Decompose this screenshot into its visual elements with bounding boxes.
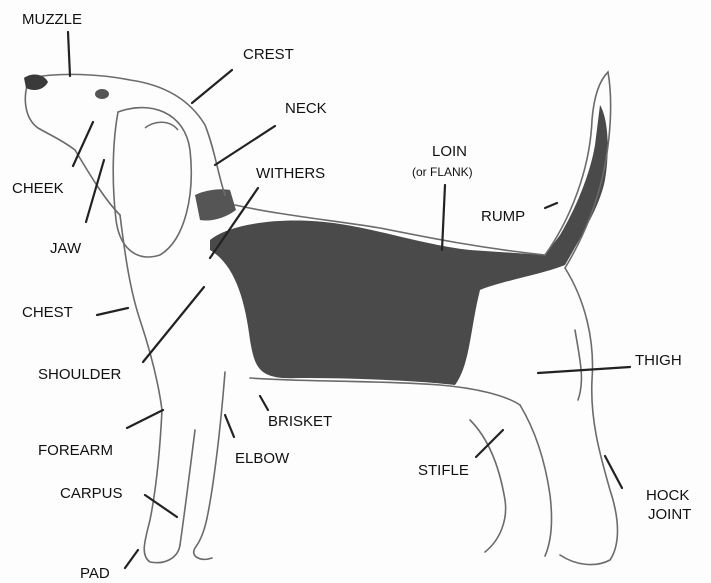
thigh-outline <box>575 330 581 400</box>
stifle-pointer <box>476 430 503 457</box>
label-withers: WITHERS <box>256 165 325 182</box>
neck-pointer <box>215 126 275 165</box>
chest-pointer <box>97 308 128 315</box>
front-leg-back <box>180 430 195 545</box>
label-brisket: BRISKET <box>268 413 332 430</box>
label-jaw: JAW <box>50 240 81 257</box>
front-leg-inner <box>194 372 225 559</box>
pad-pointer <box>125 550 138 568</box>
label-carpus: CARPUS <box>60 485 123 502</box>
carpus-pointer <box>145 495 177 517</box>
cheek-pointer <box>73 122 93 166</box>
label-elbow: ELBOW <box>235 450 289 467</box>
label-pad: PAD <box>80 565 110 582</box>
elbow-pointer <box>225 415 234 437</box>
label-cheek: CHEEK <box>12 180 64 197</box>
front-leg-outline <box>144 410 180 563</box>
label-loin: LOIN <box>432 143 467 160</box>
belly-outline <box>250 378 520 405</box>
hind-leg-inner <box>520 405 552 556</box>
chest-outline <box>120 215 162 410</box>
label-muzzle: MUZZLE <box>22 11 82 28</box>
shoulder-pointer <box>143 287 204 362</box>
label-rump: RUMP <box>481 208 525 225</box>
brisket-pointer <box>260 396 268 410</box>
hind-leg-outline <box>560 268 618 565</box>
label-stifle: STIFLE <box>418 462 469 479</box>
hind-leg-front <box>470 420 506 552</box>
brow <box>145 122 178 130</box>
label-loin-note: (or FLANK) <box>412 164 473 181</box>
thigh-pointer <box>538 367 630 373</box>
crest-pointer <box>192 70 232 103</box>
head-outline <box>30 74 225 195</box>
forearm-pointer <box>127 410 163 428</box>
label-forearm: FOREARM <box>38 442 113 459</box>
muzzle-pointer <box>68 32 70 76</box>
label-hock-joint-line1: HOCK <box>646 487 689 504</box>
saddle-patch <box>210 105 608 385</box>
label-hock-joint-line2: JOINT <box>648 506 691 523</box>
collar-patch <box>195 189 236 220</box>
ear-outline <box>113 108 191 257</box>
label-neck: NECK <box>285 100 327 117</box>
label-chest: CHEST <box>22 304 73 321</box>
eye <box>95 89 109 99</box>
label-shoulder: SHOULDER <box>38 366 121 383</box>
label-crest: CREST <box>243 46 294 63</box>
rump-pointer <box>545 203 557 208</box>
nose <box>24 75 48 90</box>
label-thigh: THIGH <box>635 352 682 369</box>
